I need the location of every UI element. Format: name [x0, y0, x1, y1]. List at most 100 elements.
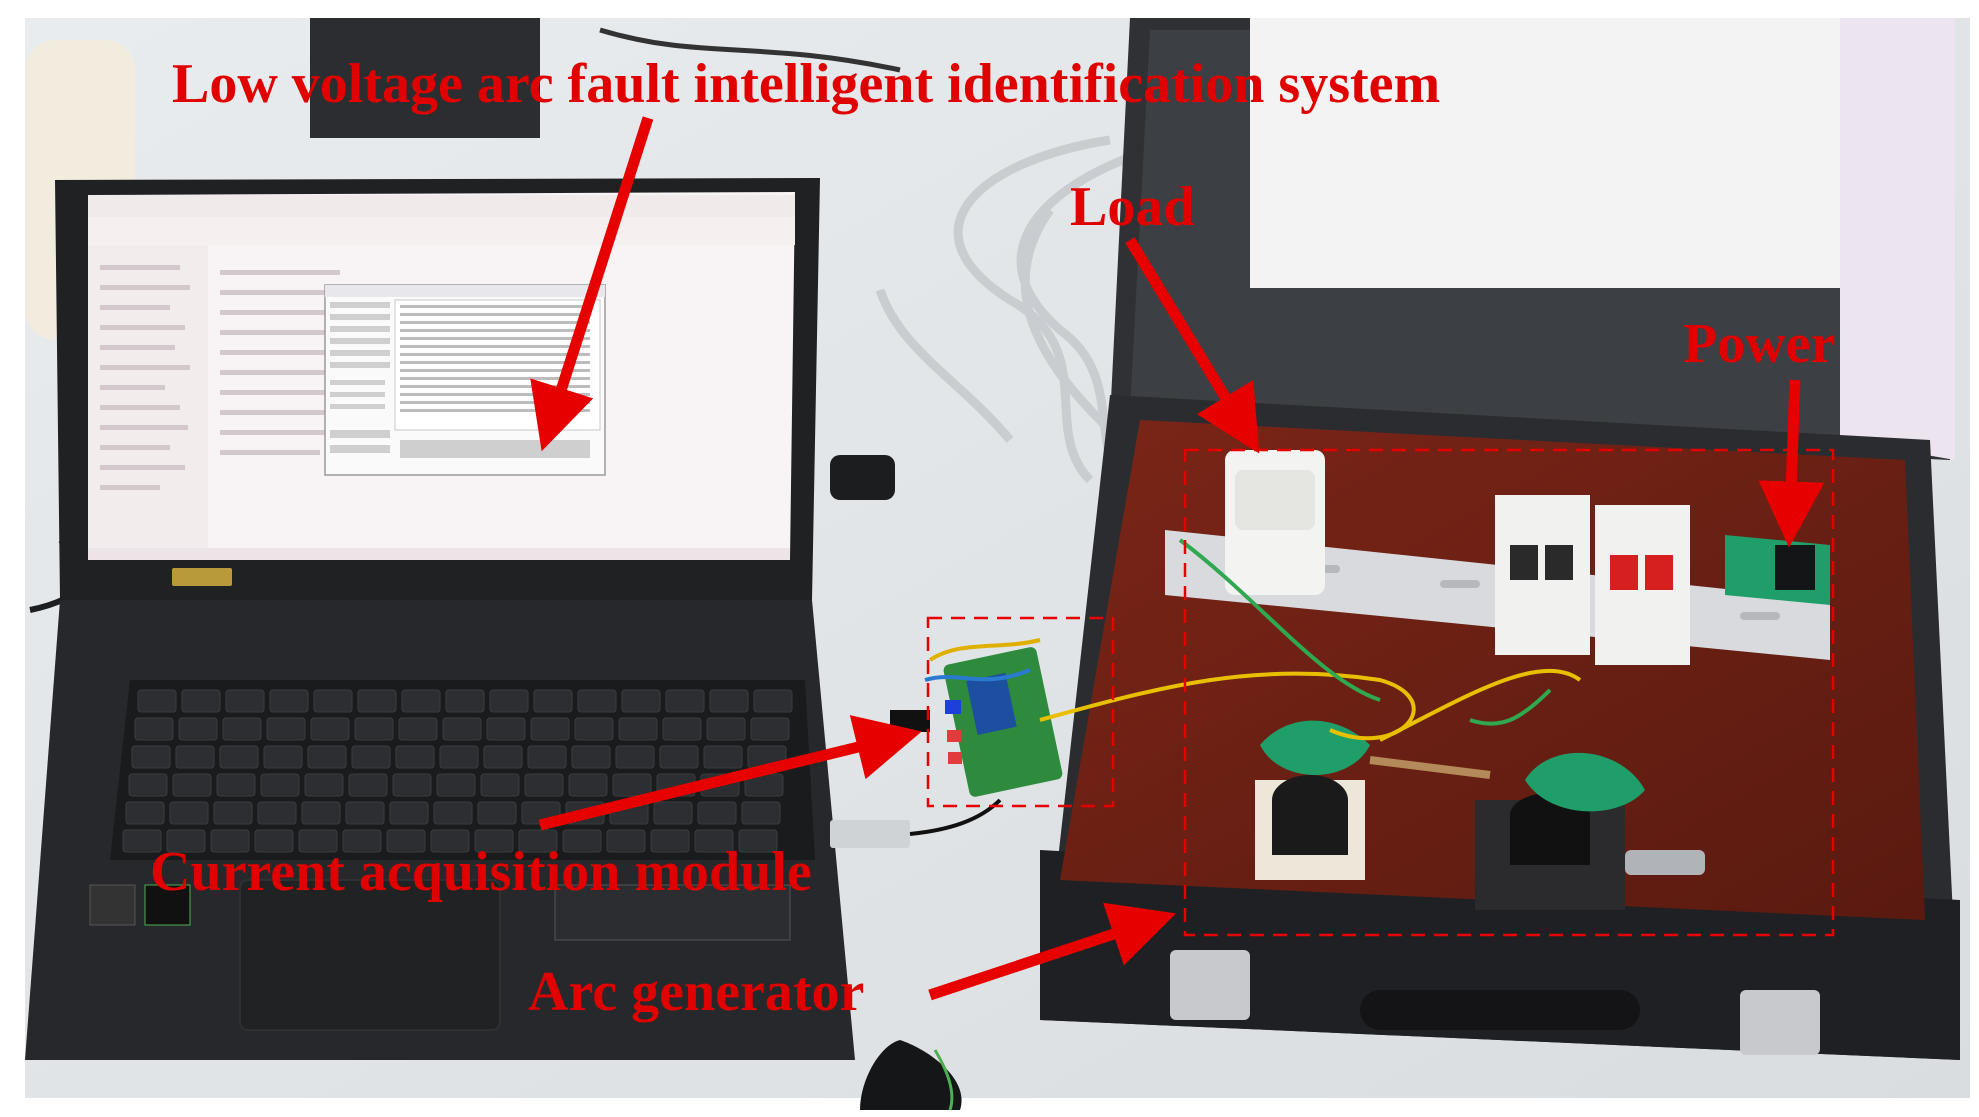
- display-badge: [172, 568, 232, 586]
- keyboard-key: [741, 801, 781, 825]
- pink-bag: [1840, 18, 1955, 460]
- keyboard-key: [122, 829, 162, 853]
- keyboard-key: [269, 689, 309, 713]
- keyboard-key: [480, 773, 520, 797]
- keyboard-key: [489, 689, 529, 713]
- keyboard-key: [342, 829, 382, 853]
- keyboard-key: [392, 773, 432, 797]
- keyboard-key: [439, 745, 479, 769]
- keyboard-key: [213, 801, 253, 825]
- keyboard-key: [577, 689, 617, 713]
- keyboard-key: [562, 829, 602, 853]
- mouse-led: [933, 1049, 954, 1111]
- keyboard-key: [738, 829, 778, 853]
- keyboard-key: [169, 801, 209, 825]
- keyboard-key: [436, 773, 476, 797]
- keyboard-key: [568, 773, 608, 797]
- led-blue: [945, 700, 961, 714]
- hex-data-lines: [400, 305, 590, 412]
- test-area-dashed-box: [1183, 448, 1835, 937]
- explorer-titlebar: [88, 195, 795, 217]
- label-power: Power: [1683, 313, 1835, 375]
- breaker-1: [1495, 495, 1590, 655]
- usb-adapter: [830, 820, 910, 848]
- current-module-dashed-box: [926, 616, 1115, 808]
- keyboard-key: [266, 717, 306, 741]
- keyboard-key: [131, 745, 171, 769]
- label-load: Load: [1070, 176, 1195, 238]
- keyboard-key: [442, 717, 482, 741]
- keyboard-key: [310, 717, 350, 741]
- keyboard-key: [313, 689, 353, 713]
- keyboard-key: [533, 689, 573, 713]
- paper-sheet: [1250, 18, 1840, 288]
- keyboard-key: [178, 717, 218, 741]
- keyboard-keys: [122, 689, 793, 853]
- latch-left: [1170, 950, 1250, 1020]
- keyboard-key: [571, 745, 611, 769]
- keyboard-key: [257, 801, 297, 825]
- touchpad: [239, 879, 501, 1031]
- micrometer: [1625, 850, 1705, 875]
- keyboard-key: [606, 829, 646, 853]
- keyboard-key: [348, 773, 388, 797]
- keyboard-key: [172, 773, 212, 797]
- keyboard-key: [386, 829, 426, 853]
- keyboard-key: [659, 745, 699, 769]
- keyboard-key: [518, 829, 558, 853]
- keyboard-key: [527, 745, 567, 769]
- keyboard-key: [486, 717, 526, 741]
- keyboard-key: [706, 717, 746, 741]
- keyboard-key: [483, 745, 523, 769]
- keyboard-key: [433, 801, 473, 825]
- keyboard-key: [650, 829, 690, 853]
- arrow-arc-generator: [928, 902, 1177, 1001]
- keyboard-key: [125, 801, 165, 825]
- connector: [890, 710, 930, 732]
- keyboard-key: [750, 717, 790, 741]
- current-acquisition-board: [830, 638, 1063, 848]
- keyboard-key: [524, 773, 564, 797]
- insulator-right: [1525, 752, 1645, 812]
- keyboard-key: [445, 689, 485, 713]
- arrow-load: [1125, 237, 1260, 454]
- mouse: [860, 1040, 962, 1110]
- keyboard-key: [219, 745, 259, 769]
- label-current-module: Current acquisition module: [150, 841, 812, 903]
- keyboard-key: [430, 829, 470, 853]
- explorer-toolbar: [88, 217, 795, 245]
- keyboard-key: [694, 829, 734, 853]
- keyboard-key: [618, 717, 658, 741]
- keyboard-key: [298, 829, 338, 853]
- keyboard-key: [254, 829, 294, 853]
- keyboard-key: [389, 801, 429, 825]
- background-cable: [599, 27, 901, 73]
- arrow-current-module: [538, 715, 922, 831]
- led-red-2: [948, 752, 962, 764]
- keyboard-key: [304, 773, 344, 797]
- feature-stickers: [554, 884, 791, 941]
- keyboard-key: [401, 689, 441, 713]
- plug: [830, 455, 895, 500]
- explorer-sidebar: [88, 245, 208, 555]
- keyboard-key: [134, 717, 174, 741]
- keyboard-key: [703, 745, 743, 769]
- arrow-system: [530, 116, 654, 452]
- keyboard-key: [612, 773, 652, 797]
- keyboard-key: [128, 773, 168, 797]
- label-system: Low voltage arc fault intelligent identi…: [172, 53, 1440, 115]
- keyboard-key: [530, 717, 570, 741]
- keyboard-key: [753, 689, 793, 713]
- keyboard-key: [709, 689, 749, 713]
- keyboard-key: [477, 801, 517, 825]
- keyboard-key: [222, 717, 262, 741]
- keyboard-key: [181, 689, 221, 713]
- keyboard-key: [474, 829, 514, 853]
- keyboard-key: [345, 801, 385, 825]
- annotation-arrows: [530, 116, 1825, 1001]
- keyboard-key: [662, 717, 702, 741]
- keyboard-key: [621, 689, 661, 713]
- label-arc-generator: Arc generator: [528, 961, 864, 1023]
